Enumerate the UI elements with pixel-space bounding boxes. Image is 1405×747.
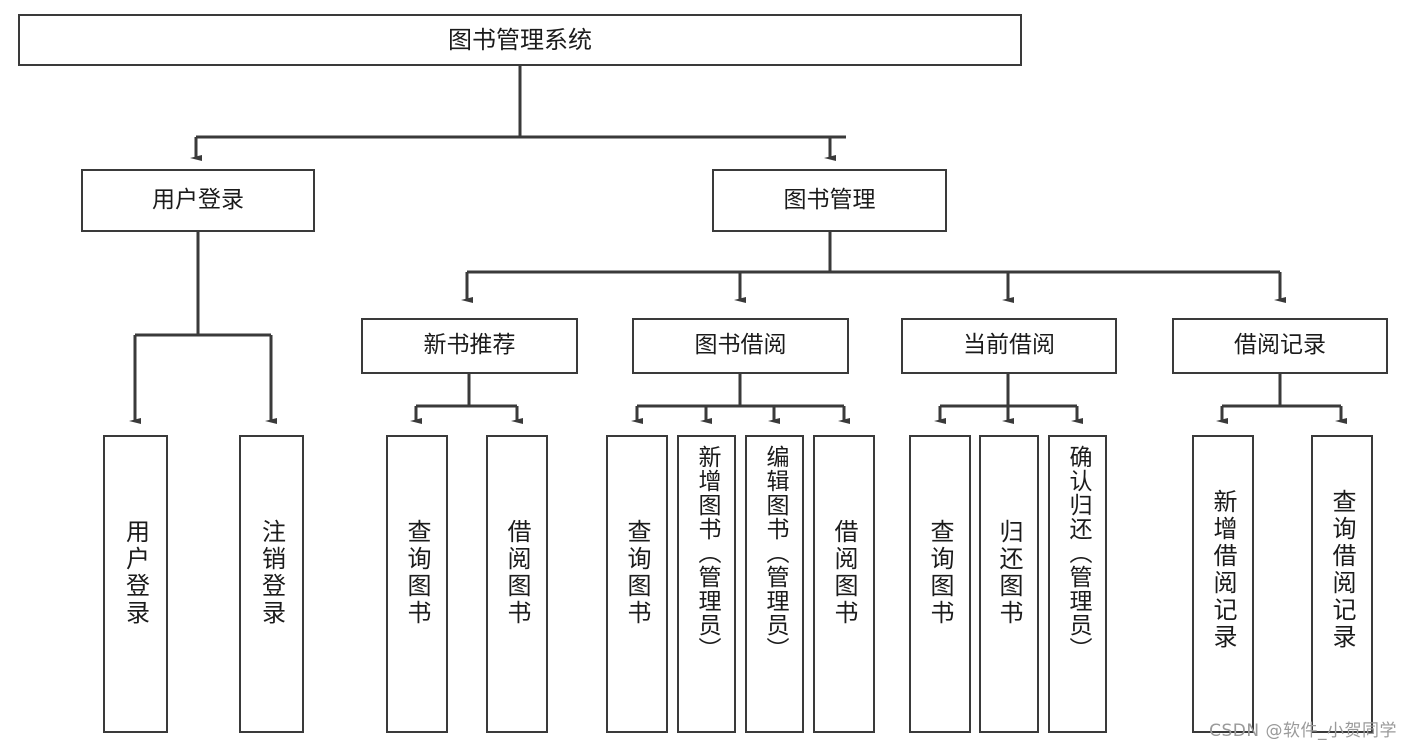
leaf-logout[interactable]: 注销登录 [239, 435, 304, 733]
leaf-borrow-edit-book-admin[interactable]: 编辑图书（管理员） [745, 435, 804, 733]
node-label: 借阅图书 [503, 519, 531, 627]
node-label: 编辑图书（管理员） [762, 445, 788, 661]
leaf-borrow-add-book-admin[interactable]: 新增图书（管理员） [677, 435, 736, 733]
node-label: 图书管理 [783, 186, 876, 213]
node-label: 新增借阅记录 [1209, 489, 1237, 651]
leaf-records-query-record[interactable]: 查询借阅记录 [1311, 435, 1373, 733]
node-borrow-records[interactable]: 借阅记录 [1172, 318, 1388, 374]
node-label: 确认归还（管理员） [1065, 445, 1091, 661]
node-label: 新增图书（管理员） [694, 445, 720, 661]
node-label: 查询借阅记录 [1328, 489, 1356, 651]
node-root-system[interactable]: 图书管理系统 [18, 14, 1022, 66]
leaf-current-query-book[interactable]: 查询图书 [909, 435, 971, 733]
node-label: 查询图书 [926, 519, 954, 627]
node-user-login[interactable]: 用户登录 [81, 169, 315, 232]
node-label: 借阅记录 [1234, 332, 1326, 359]
node-label: 注销登录 [257, 519, 286, 627]
node-label: 归还图书 [995, 519, 1023, 627]
leaf-borrow-borrow-book[interactable]: 借阅图书 [813, 435, 875, 733]
leaf-current-confirm-return-admin[interactable]: 确认归还（管理员） [1048, 435, 1107, 733]
node-new-book-recommend[interactable]: 新书推荐 [361, 318, 578, 374]
node-label: 查询图书 [403, 519, 431, 627]
node-label: 当前借阅 [963, 332, 1055, 359]
leaf-current-return-book[interactable]: 归还图书 [979, 435, 1039, 733]
node-label: 图书管理系统 [448, 25, 592, 54]
node-book-management[interactable]: 图书管理 [712, 169, 947, 232]
node-label: 借阅图书 [830, 519, 858, 627]
node-label: 新书推荐 [423, 332, 516, 359]
node-label: 用户登录 [121, 519, 150, 627]
leaf-recommend-query-book[interactable]: 查询图书 [386, 435, 448, 733]
leaf-records-add-record[interactable]: 新增借阅记录 [1192, 435, 1254, 733]
leaf-recommend-borrow-book[interactable]: 借阅图书 [486, 435, 548, 733]
node-book-borrow[interactable]: 图书借阅 [632, 318, 849, 374]
node-label: 图书借阅 [694, 332, 787, 359]
node-label: 查询图书 [623, 519, 651, 627]
leaf-user-login[interactable]: 用户登录 [103, 435, 168, 733]
watermark-text: CSDN @软件_小贺同学 [1209, 721, 1397, 741]
node-label: 用户登录 [152, 186, 244, 213]
leaf-borrow-query-book[interactable]: 查询图书 [606, 435, 668, 733]
node-current-borrow[interactable]: 当前借阅 [901, 318, 1117, 374]
